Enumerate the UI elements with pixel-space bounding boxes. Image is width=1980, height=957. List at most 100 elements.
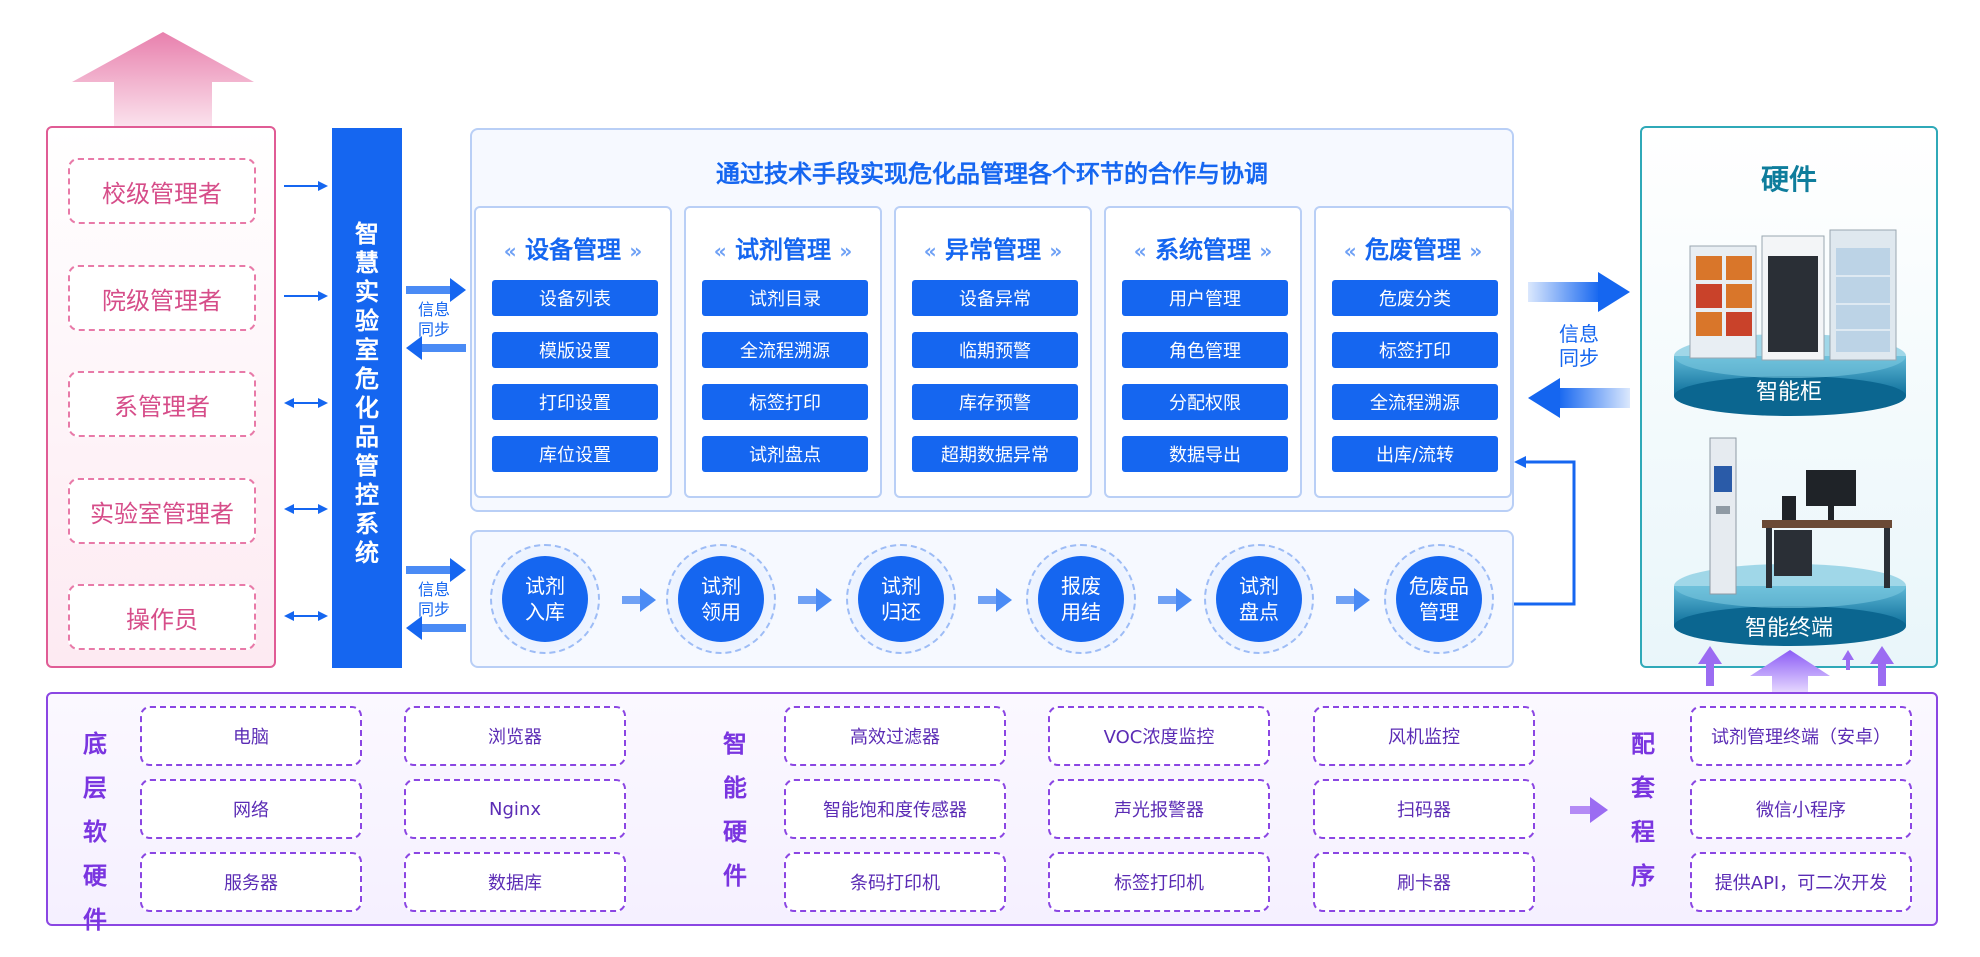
arrow-bidirectional-icon — [284, 611, 328, 621]
module-button[interactable]: 数据导出 — [1122, 436, 1288, 472]
infra-item[interactable]: Nginx — [404, 779, 626, 839]
module-title: 异常管理 — [945, 236, 1041, 264]
module-button[interactable]: 库存预警 — [912, 384, 1078, 420]
module-button[interactable]: 标签打印 — [702, 384, 868, 420]
flow-step: 危废品管理 — [1384, 544, 1494, 654]
device-label: 智能终端 — [1744, 616, 1833, 641]
category-label: 智能硬件 — [723, 730, 747, 890]
infra-item[interactable]: 条码打印机 — [784, 852, 1006, 912]
hardware-title: 硬件 — [1760, 163, 1817, 196]
module-button[interactable]: 标签打印 — [1332, 332, 1498, 368]
program-item[interactable]: 提供API，可二次开发 — [1690, 852, 1912, 912]
module-button[interactable]: 库位设置 — [492, 436, 658, 472]
smart-terminal-image — [1674, 437, 1906, 646]
infra-item[interactable]: 声光报警器 — [1048, 779, 1270, 839]
module-device: « 设备管理 » 设备列表 模版设置 打印设置 库位设置 — [474, 206, 672, 498]
chevron-left-icon: « — [1343, 239, 1357, 263]
infra-item[interactable]: 标签打印机 — [1048, 852, 1270, 912]
module-button[interactable]: 角色管理 — [1122, 332, 1288, 368]
category-label: 配套程序 — [1631, 730, 1655, 890]
module-title: 危废管理 — [1365, 236, 1461, 264]
sync-label: 信息同步 — [417, 580, 450, 619]
flow-step: 试剂入库 — [490, 544, 600, 654]
module-button[interactable]: 试剂盘点 — [702, 436, 868, 472]
role-school-admin[interactable]: 校级管理者 — [68, 158, 256, 224]
infra-item[interactable]: 风机监控 — [1313, 706, 1535, 766]
arrow-right-icon — [1158, 588, 1192, 612]
flow-step: 报废用结 — [1026, 544, 1136, 654]
module-button[interactable]: 用户管理 — [1122, 280, 1288, 316]
program-item[interactable]: 试剂管理终端（安卓） — [1690, 706, 1912, 766]
sync-label: 信息同步 — [1559, 322, 1599, 370]
arrow-right-icon — [622, 588, 656, 612]
module-reagent: « 试剂管理 » 试剂目录 全流程溯源 标签打印 试剂盘点 — [684, 206, 882, 498]
smart-cabinet-image — [1674, 229, 1906, 416]
module-exception: « 异常管理 » 设备异常 临期预警 库存预警 超期数据异常 — [894, 206, 1092, 498]
role-lab-admin[interactable]: 实验室管理者 — [68, 478, 256, 544]
sync-arrows-icon — [406, 558, 466, 640]
arrow-right-icon — [284, 291, 328, 301]
main-title: 通过技术手段实现危化品管理各个环节的合作与协调 — [716, 160, 1268, 188]
module-button[interactable]: 打印设置 — [492, 384, 658, 420]
chevron-left-icon: « — [503, 239, 517, 263]
chevron-right-icon: » — [1049, 239, 1063, 263]
infra-item[interactable]: 服务器 — [140, 852, 362, 912]
module-button[interactable]: 设备列表 — [492, 280, 658, 316]
module-button[interactable]: 全流程溯源 — [1332, 384, 1498, 420]
sync-arrows-icon — [406, 278, 466, 360]
sync-label: 信息同步 — [417, 300, 450, 339]
module-title: 系统管理 — [1155, 236, 1251, 264]
module-button[interactable]: 出库/流转 — [1332, 436, 1498, 472]
arrow-right-icon — [978, 588, 1012, 612]
arrow-bidirectional-icon — [284, 398, 328, 408]
chevron-left-icon: « — [923, 239, 937, 263]
arrow-right-icon — [1336, 588, 1370, 612]
chevron-left-icon: « — [713, 239, 727, 263]
device-label: 智能柜 — [1755, 380, 1822, 405]
infra-item[interactable]: 刷卡器 — [1313, 852, 1535, 912]
arrow-right-icon — [284, 181, 328, 191]
infra-item[interactable]: 数据库 — [404, 852, 626, 912]
role-dept-admin[interactable]: 系管理者 — [68, 371, 256, 437]
module-button[interactable]: 危废分类 — [1332, 280, 1498, 316]
module-hazwaste: « 危废管理 » 危废分类 标签打印 全流程溯源 出库/流转 — [1314, 206, 1512, 498]
infra-item[interactable]: 网络 — [140, 779, 362, 839]
module-button[interactable]: 分配权限 — [1122, 384, 1288, 420]
infra-item[interactable]: 浏览器 — [404, 706, 626, 766]
arrow-bidirectional-icon — [284, 504, 328, 514]
module-button[interactable]: 超期数据异常 — [912, 436, 1078, 472]
infra-item[interactable]: 电脑 — [140, 706, 362, 766]
program-item[interactable]: 微信小程序 — [1690, 779, 1912, 839]
category-label: 底层软硬件 — [83, 730, 107, 934]
module-title: 设备管理 — [525, 236, 621, 264]
roles-panel: 校级管理者 院级管理者 系管理者 实验室管理者 操作员 — [46, 126, 276, 668]
connector-line — [1514, 456, 1576, 606]
infra-item[interactable]: 高效过滤器 — [784, 706, 1006, 766]
module-button[interactable]: 全流程溯源 — [702, 332, 868, 368]
chevron-right-icon: » — [839, 239, 853, 263]
arrow-right-icon — [798, 588, 832, 612]
upward-arrows-icon — [1698, 646, 1894, 694]
chevron-right-icon: » — [1469, 239, 1483, 263]
infra-item[interactable]: VOC浓度监控 — [1048, 706, 1270, 766]
system-name-bar: 智慧实验室危化品管控系统 — [332, 128, 402, 668]
module-system: « 系统管理 » 用户管理 角色管理 分配权限 数据导出 — [1104, 206, 1302, 498]
flow-step: 试剂归还 — [846, 544, 956, 654]
sync-arrows-icon — [1528, 272, 1630, 418]
module-button[interactable]: 设备异常 — [912, 280, 1078, 316]
module-button[interactable]: 模版设置 — [492, 332, 658, 368]
chevron-left-icon: « — [1133, 239, 1147, 263]
role-operator[interactable]: 操作员 — [68, 584, 256, 650]
infra-item[interactable]: 智能饱和度传感器 — [784, 779, 1006, 839]
flow-step: 试剂领用 — [666, 544, 776, 654]
chevron-right-icon: » — [1259, 239, 1273, 263]
flow-step: 试剂盘点 — [1204, 544, 1314, 654]
module-title: 试剂管理 — [735, 236, 831, 264]
upward-arrow-icon — [72, 32, 254, 128]
chevron-right-icon: » — [629, 239, 643, 263]
infra-item[interactable]: 扫码器 — [1313, 779, 1535, 839]
module-button[interactable]: 试剂目录 — [702, 280, 868, 316]
role-college-admin[interactable]: 院级管理者 — [68, 265, 256, 331]
arrow-right-icon — [1570, 797, 1608, 823]
module-button[interactable]: 临期预警 — [912, 332, 1078, 368]
